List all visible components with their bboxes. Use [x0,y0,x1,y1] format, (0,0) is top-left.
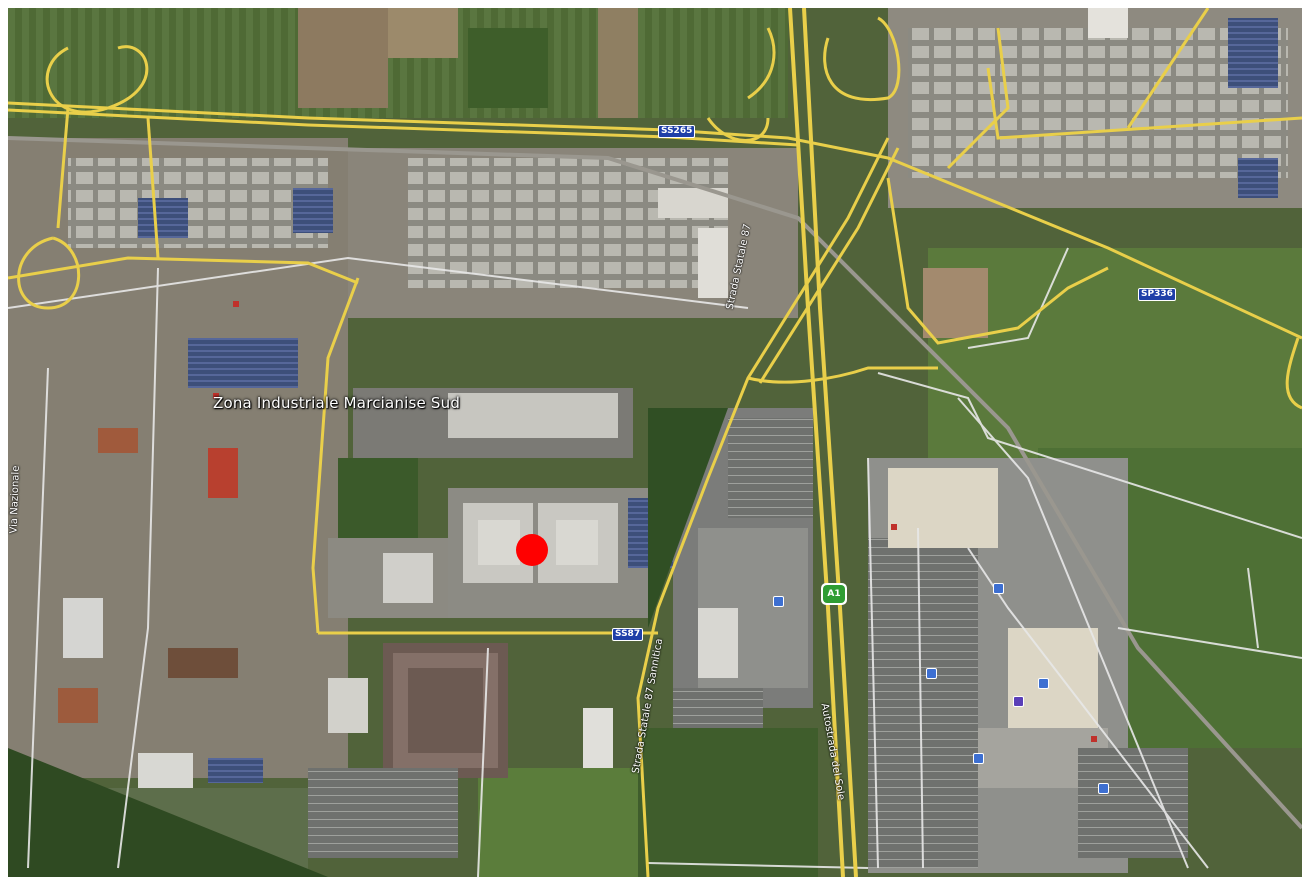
road-a1 [788,8,845,877]
shopping-icon[interactable] [773,596,784,607]
road-shield-a1: A1 [821,583,847,605]
road-shield-a1-text: A1 [823,585,845,603]
shopping-icon[interactable] [1038,678,1049,689]
road-shield-ss265: SS265 [658,125,696,138]
warehouse-roof [448,393,618,438]
shopping-icon[interactable] [926,668,937,679]
road-shield-ss87: SS87 [612,628,644,641]
store-icon[interactable] [1013,696,1024,707]
location-marker-icon[interactable] [516,534,548,566]
shopping-icon[interactable] [1098,783,1109,794]
map-view[interactable]: Zona Industriale Marcianise Sud Autostra… [8,8,1302,877]
road-ss265 [8,101,1302,340]
shopping-icon[interactable] [993,583,1004,594]
road-shield-sp336: SP336 [1138,288,1176,301]
shopping-icon[interactable] [973,753,984,764]
place-label-zona-industriale: Zona Industriale Marcianise Sud [213,394,461,412]
satellite-imagery [8,8,1302,877]
road-ss87 [636,137,890,877]
